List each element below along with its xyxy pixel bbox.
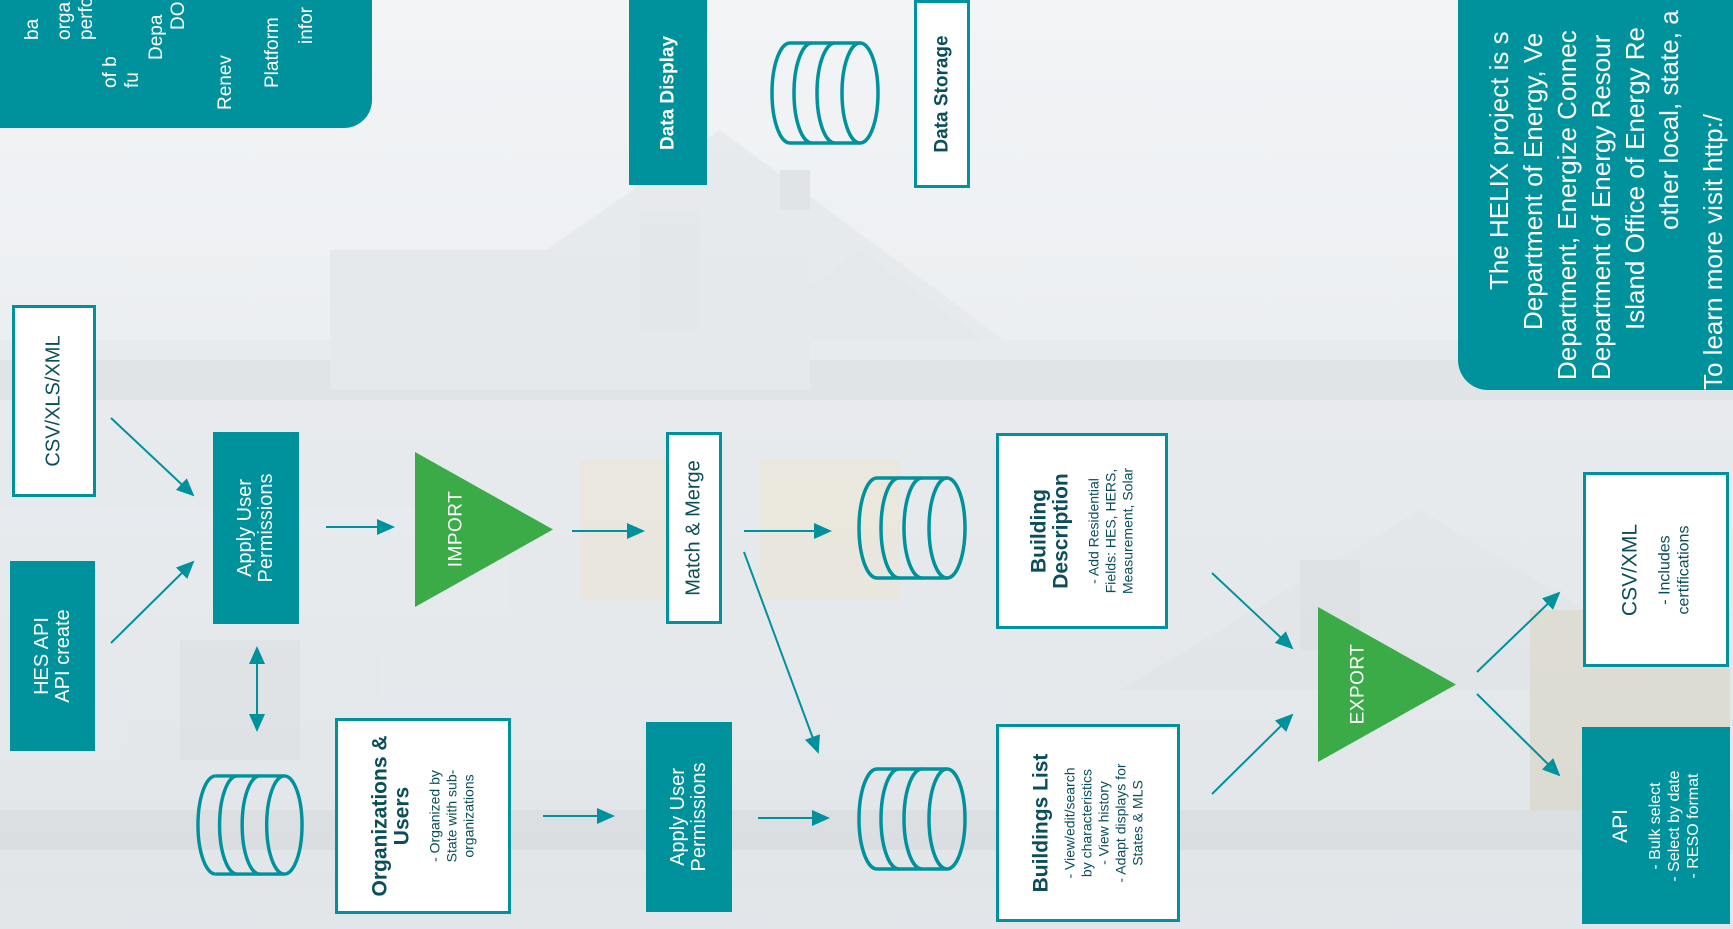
left-info-panel: ba orga performa of b fu Depa DOE Offic … [0,0,372,128]
buildings-list-node: Buildings List - View/edit/search by cha… [996,724,1180,922]
apply-user-permissions-node: Apply User Permissions [213,432,299,624]
apply-user-permissions-node: Apply User Permissions [646,722,732,912]
arrow-match-to-lower-db [743,551,820,754]
building-description-node: Building Description - Add Residential F… [996,433,1168,629]
arrow-hes-to-permissions [110,560,195,644]
hes-api-input-node: HES API API create [10,561,95,751]
arrow-export-to-csv [1476,591,1561,673]
data-display-node: Data Display [629,0,707,185]
arrow-export-to-api [1476,693,1561,777]
import-triangle [415,452,553,607]
database-icon [196,774,304,876]
export-triangle [1318,607,1456,762]
data-storage-node: Data Storage [914,0,970,188]
csv-xml-output-node: CSV/XML - Includes certifications [1583,472,1729,667]
database-icon [857,767,967,871]
organizations-users-node: Organizations & Users - Organized by Sta… [335,718,511,914]
arrow-buildings-list-to-export [1211,713,1294,795]
arrow-description-to-export [1211,572,1294,650]
api-output-node: API - Bulk select - Select by date - RES… [1582,727,1730,924]
arrow-csv-to-permissions [110,417,195,497]
match-merge-node: Match & Merge [666,432,722,624]
database-icon [857,476,967,580]
right-info-panel: The HELIX project is s Department of Ene… [1458,0,1733,390]
csv-xls-xml-input-node: CSV/XLS/XML [12,305,96,497]
database-icon [770,41,880,145]
